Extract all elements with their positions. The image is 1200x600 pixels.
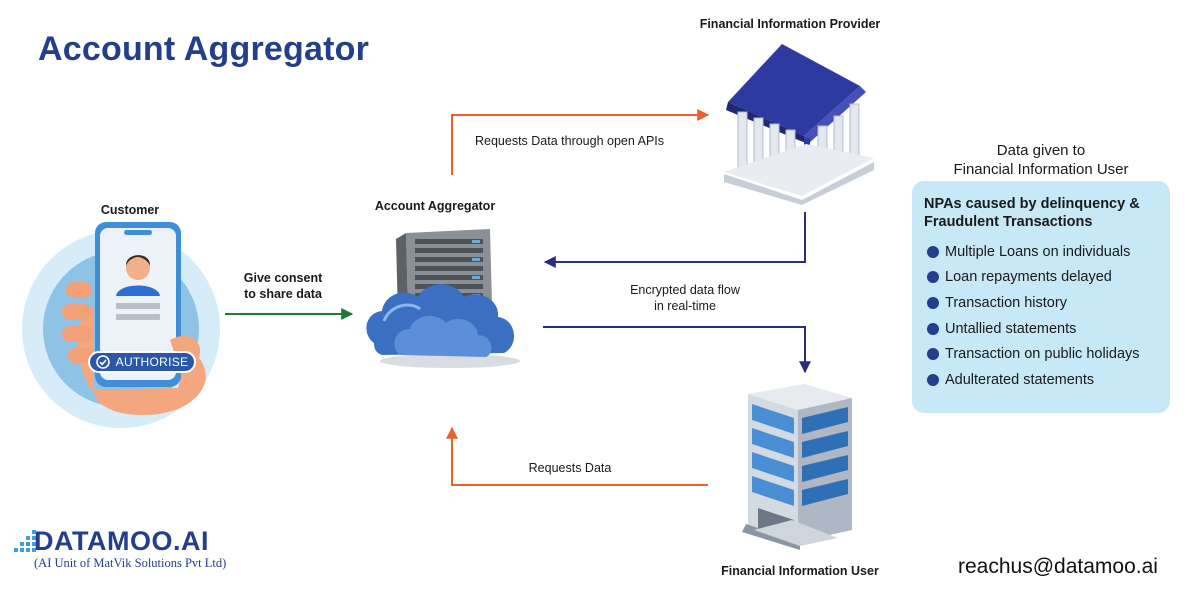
customer-label: Customer [100, 203, 160, 217]
panel-list: Multiple Loans on individuals Loan repay… [927, 239, 1140, 393]
list-item-text: Transaction on public holidays [945, 346, 1140, 363]
list-item: Untallied statements [927, 316, 1140, 342]
list-item-text: Transaction history [945, 294, 1067, 311]
bullet-dot-icon [927, 348, 939, 361]
consent-label-line2: to share data [244, 287, 322, 301]
list-item: Transaction on public holidays [927, 341, 1140, 367]
bullet-dot-icon [927, 245, 939, 258]
encrypted-flow-line2: in real-time [654, 299, 716, 313]
bank-building-icon [724, 44, 874, 205]
provider-data-arrow [543, 212, 806, 268]
request-apis-label: Requests Data through open APIs [474, 134, 664, 148]
list-item-text: Multiple Loans on individuals [945, 243, 1131, 260]
contact-email: reachus@datamoo.ai [958, 555, 1158, 578]
panel-heading-line2: Financial Information User [953, 161, 1129, 178]
list-item-text: Loan repayments delayed [945, 269, 1112, 286]
user-label: Financial Information User [721, 564, 879, 578]
company-logo: DATAMOO.AI [34, 526, 209, 556]
company-tagline: (AI Unit of MatVik Solutions Pvt Ltd) [34, 556, 227, 570]
authorise-label: AUTHORISE [115, 355, 189, 369]
page-title: Account Aggregator [38, 30, 370, 68]
list-item-text: Untallied statements [945, 320, 1077, 337]
provider-label: Financial Information Provider [699, 17, 881, 31]
logo-pixel-icon [14, 530, 36, 552]
list-item: Multiple Loans on individuals [927, 239, 1140, 265]
consent-label: Give consent to share data [222, 270, 344, 302]
panel-title-line1: NPAs caused by delinquency & [924, 196, 1140, 212]
request-data-label: Requests Data [528, 461, 612, 475]
encrypted-flow-label: Encrypted data flow in real-time [610, 282, 760, 314]
list-item: Transaction history [927, 290, 1140, 316]
data-panel: NPAs caused by delinquency & Fraudulent … [912, 181, 1170, 413]
encrypted-flow-arrow [543, 326, 811, 374]
cloud-server-icon [366, 229, 520, 368]
check-circle-icon [95, 355, 110, 369]
panel-title-line2: Fraudulent Transactions [924, 214, 1093, 230]
authorise-button: AUTHORISE [88, 351, 196, 373]
panel-title: NPAs caused by delinquency & Fraudulent … [924, 195, 1164, 231]
list-item: Adulterated statements [927, 367, 1140, 393]
list-item: Loan repayments delayed [927, 265, 1140, 291]
list-item-text: Adulterated statements [945, 371, 1095, 388]
aggregator-label: Account Aggregator [374, 199, 496, 213]
request-data-arrow [446, 426, 708, 486]
bullet-dot-icon [927, 322, 939, 335]
panel-heading-line1: Data given to [996, 142, 1086, 159]
encrypted-flow-line1: Encrypted data flow [630, 283, 740, 297]
office-building-icon [742, 384, 852, 550]
bullet-dot-icon [927, 296, 939, 309]
request-apis-arrow [451, 109, 710, 175]
bullet-dot-icon [927, 271, 939, 284]
panel-heading: Data given to Financial Information User [912, 141, 1170, 179]
bullet-dot-icon [927, 373, 939, 386]
customer-illustration [22, 222, 220, 428]
consent-label-line1: Give consent [243, 271, 323, 285]
